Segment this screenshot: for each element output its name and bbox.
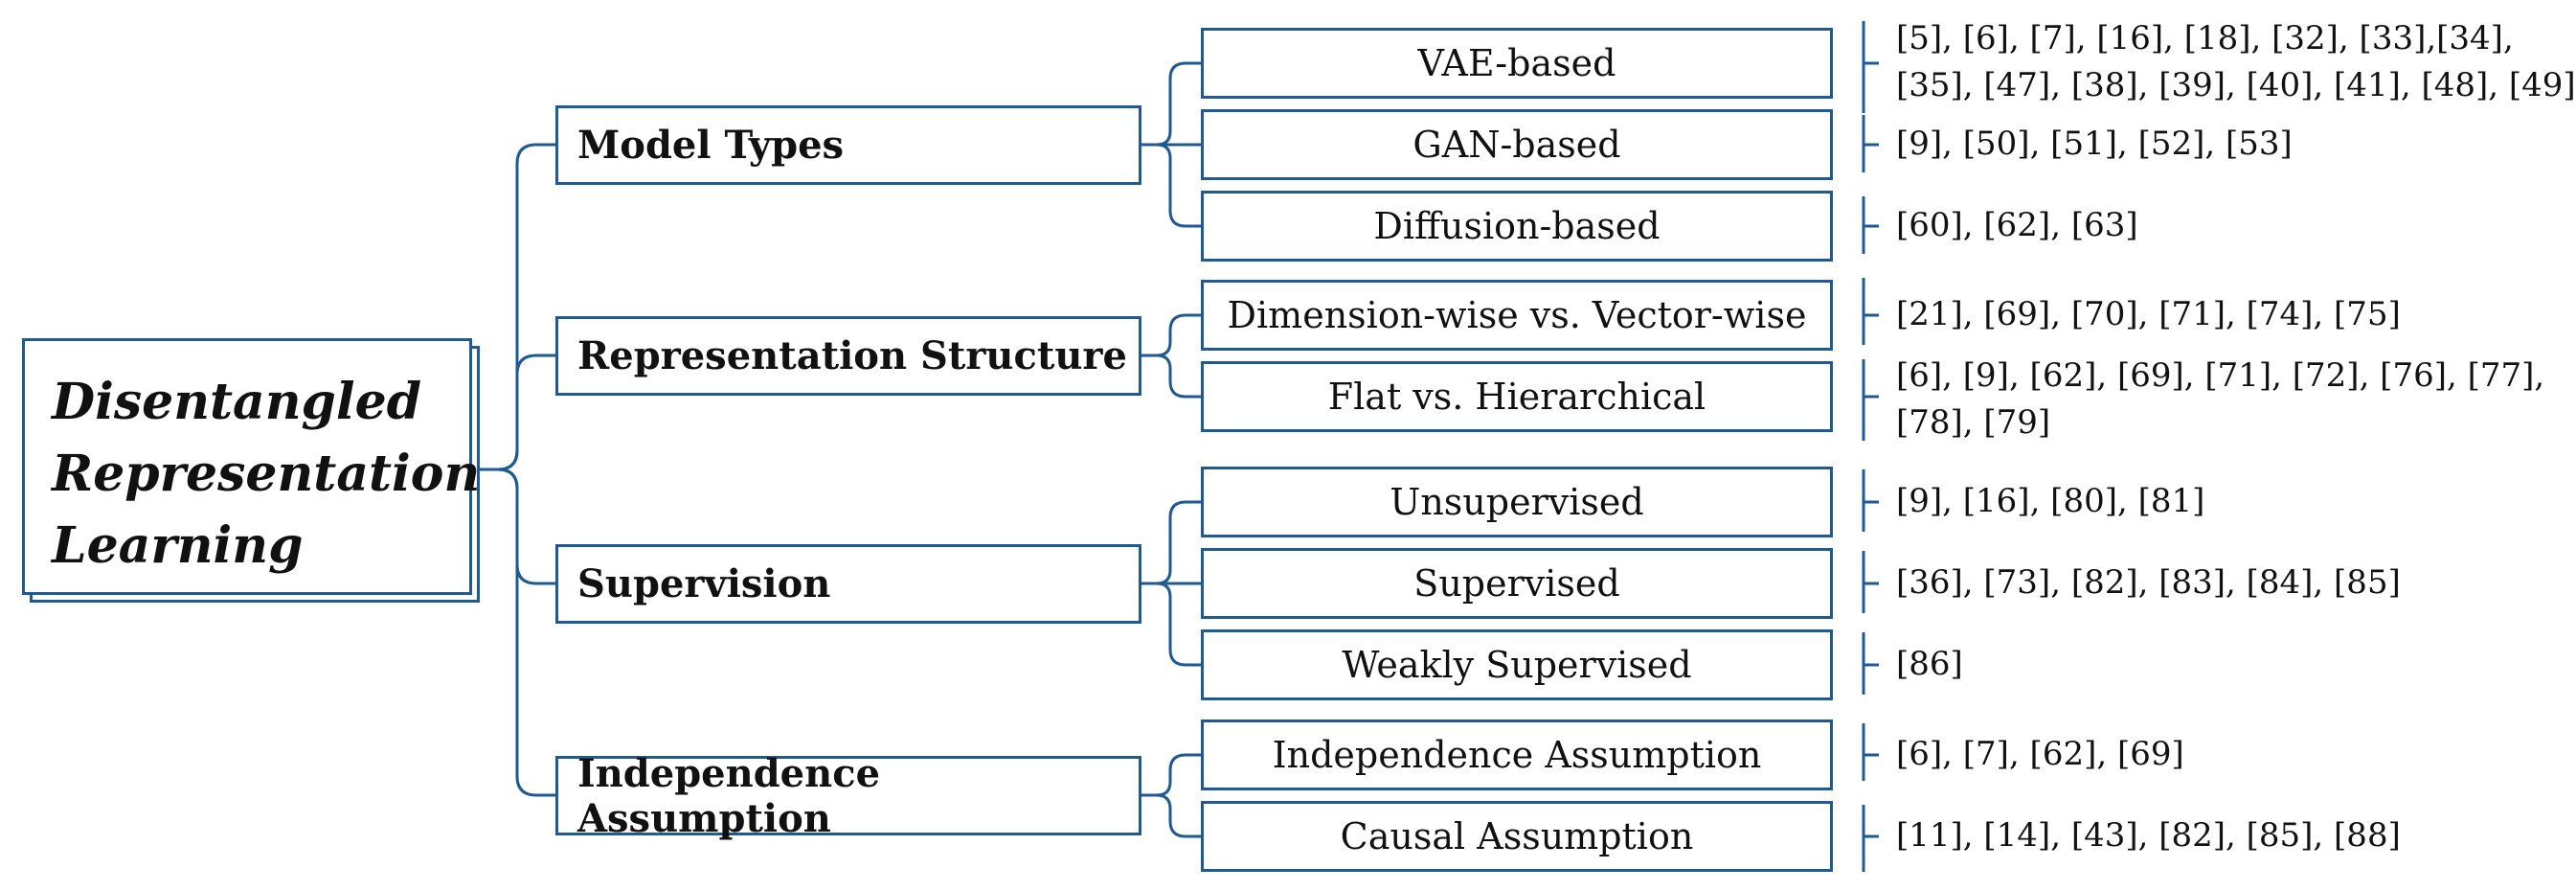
refs-weakly-supervised: [86] [1896,641,1963,688]
refs-line: [6], [9], [62], [69], [71], [72], [76], … [1896,356,2545,395]
refs-line: [6], [7], [62], [69] [1896,735,2184,773]
refs-unsupervised: [9], [16], [80], [81] [1896,478,2204,525]
refs-line: [5], [6], [7], [16], [18], [32], [33],[3… [1896,19,2514,57]
refs-line: [9], [16], [80], [81] [1896,482,2205,520]
refs-line: [36], [73], [82], [83], [84], [85] [1896,563,2401,602]
refs-line: [9], [50], [51], [52], [53] [1896,125,2293,163]
refs-line: [21], [69], [70], [71], [74], [75] [1896,295,2401,333]
sub-node-unsupervised: Unsupervised [1201,467,1833,537]
cat-connector-3-1 [1141,793,1201,838]
sub-node-flat-vs-hierarchical: Flat vs. Hierarchical [1201,361,1833,432]
refs-diffusion-based: [60], [62], [63] [1896,202,2138,249]
root-node: Disentangled Representation Learning [22,338,481,595]
refs-causal-assumption: [11], [14], [43], [82], [85], [88] [1896,812,2401,859]
sub-node-vae-based: VAE-based [1201,28,1833,99]
cat-connector-1-1 [1141,354,1201,399]
root-line-2: Representation [52,445,481,503]
refs-independence-assumption: [6], [7], [62], [69] [1896,731,2184,778]
refs-supervised: [36], [73], [82], [83], [84], [85] [1896,560,2401,606]
category-node-supervision: Supervision [555,544,1141,624]
sub-node-supervised: Supervised [1201,548,1833,619]
cat-connector-0-2 [1141,143,1201,228]
sub-node-causal-assumption: Causal Assumption [1201,801,1833,872]
refs-gan-based: [9], [50], [51], [52], [53] [1896,121,2293,168]
root-connector-1 [480,354,555,471]
root-line-1: Disentangled [52,373,422,431]
refs-vae-based: [5], [6], [7], [16], [18], [32], [33],[3… [1896,15,2576,109]
root-connector-3 [480,468,555,797]
refs-line: [35], [47], [38], [39], [40], [41], [48]… [1896,66,2576,104]
category-node-representation-structure: Representation Structure [555,316,1141,396]
refs-line: [11], [14], [43], [82], [85], [88] [1896,816,2401,855]
root-line-3: Learning [52,516,304,575]
taxonomy-diagram: Disentangled Representation Learning Mod… [22,19,2576,872]
sub-node-gan-based: GAN-based [1201,109,1833,180]
refs-line: [78], [79] [1896,403,2051,442]
sub-node-independence-assumption: Independence Assumption [1201,720,1833,790]
refs-line: [60], [62], [63] [1896,206,2138,244]
category-node-independence-assumption: Independence Assumption [555,751,1141,841]
connector-lines [480,21,1879,872]
category-node-model-types: Model Types [555,105,1141,185]
cat-connector-2-2 [1141,582,1201,667]
refs-dimension-vs-vector: [21], [69], [70], [71], [74], [75] [1896,291,2401,338]
sub-node-diffusion-based: Diffusion-based [1201,191,1833,262]
refs-flat-vs-hierarchical: [6], [9], [62], [69], [71], [72], [76], … [1896,353,2544,446]
refs-line: [86] [1896,645,1963,683]
sub-node-weakly-supervised: Weakly Supervised [1201,629,1833,700]
sub-node-dimension-vs-vector: Dimension-wise vs. Vector-wise [1201,280,1833,351]
